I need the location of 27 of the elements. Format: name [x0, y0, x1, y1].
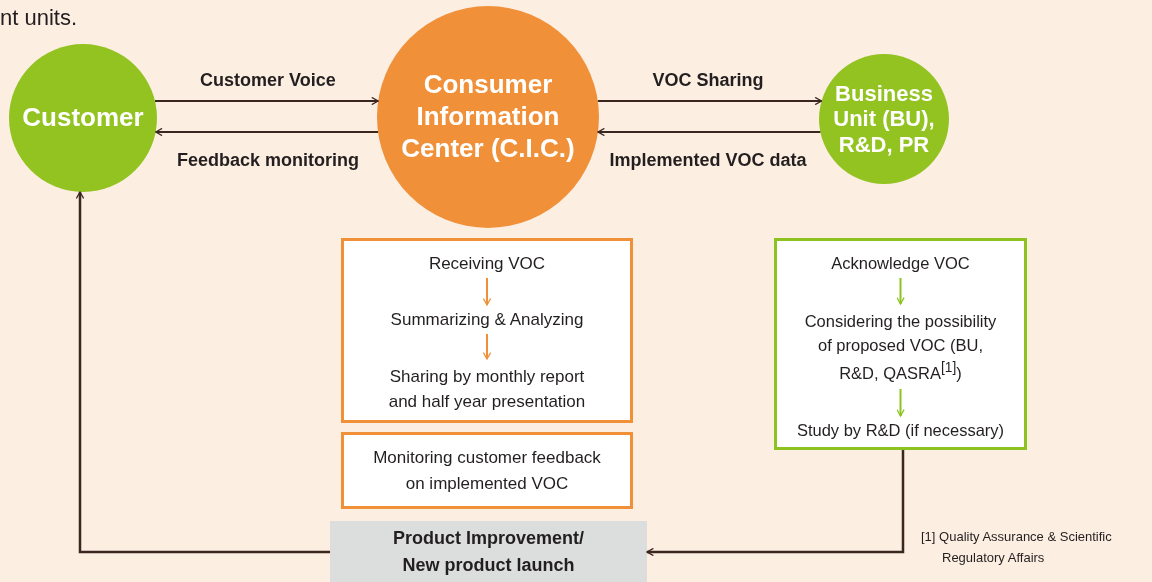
arrow: [596, 96, 823, 106]
cut-off-text: nt units.: [0, 4, 78, 32]
arrow: [896, 277, 905, 305]
arrow: [154, 127, 379, 137]
process-box: [774, 238, 1027, 450]
footnote: [1] Quality Assurance & Scientific Regulatory Affairs: [921, 528, 1113, 568]
step-text: Acknowledge VOC: [831, 254, 970, 274]
node-label: Monitoring customer feedback on implemented VOC: [372, 447, 602, 495]
step-text: Sharing by monthly report and half year presentation: [387, 365, 587, 413]
arrow: [597, 127, 822, 137]
node-label: Consumer Information Center (C.I.C.): [400, 69, 576, 165]
arrow: [482, 333, 492, 360]
process-box: [341, 238, 633, 423]
process-box: [341, 432, 633, 509]
arrow: [482, 277, 492, 306]
arrow: [896, 388, 905, 417]
step-text: Summarizing & Analyzing: [390, 309, 584, 331]
step-text: Considering the possibility of proposed VOC (BU, R&D, QASRA$^{[1]}$): [803, 310, 998, 384]
arrow: [646, 450, 905, 557]
step-text: Study by R&D (if necessary): [796, 421, 1005, 441]
node-label: Business Unit (BU), R&D, PR: [832, 81, 936, 157]
node-label: Customer: [22, 102, 144, 134]
step-text: Receiving VOC: [428, 253, 546, 275]
arrow: [75, 191, 330, 554]
result-box: [330, 521, 647, 582]
arrow: [154, 96, 380, 106]
node-label: Product Improvement/ New product launch: [392, 527, 585, 577]
